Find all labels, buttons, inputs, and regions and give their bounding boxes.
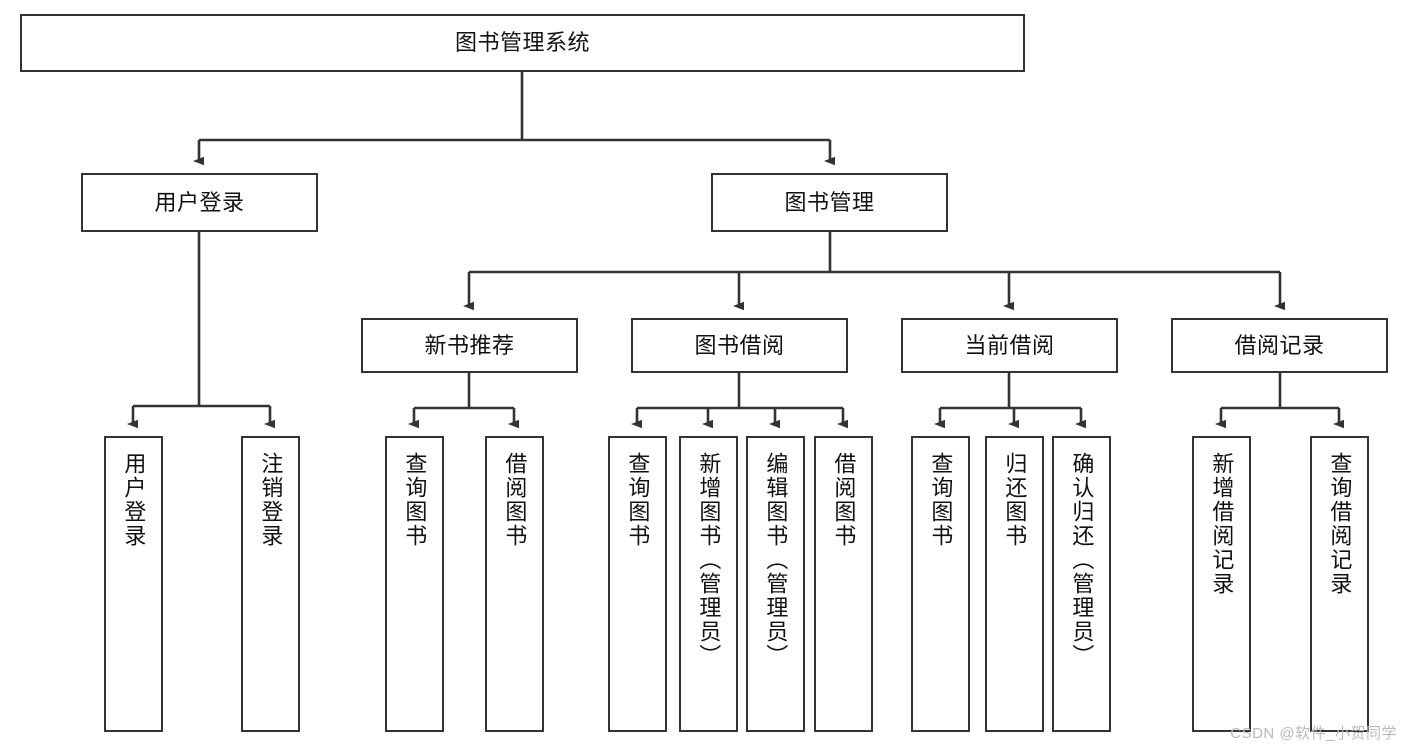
node-leaf-add-record-label: 新增借阅记录 (1209, 452, 1235, 596)
node-root[interactable]: 图书管理系统 (20, 14, 1025, 72)
node-borrow-record[interactable]: 借阅记录 (1171, 318, 1388, 373)
node-leaf-logout-label: 注销登录 (258, 452, 284, 548)
node-leaf-return-book[interactable]: 归还图书 (985, 436, 1044, 732)
node-leaf-query-book-1-label: 查询图书 (402, 452, 428, 548)
edges-userlogin-to-leaves (127, 232, 275, 429)
edges-bookmanage-to-level3 (463, 232, 1285, 311)
node-leaf-query-book-2-label: 查询图书 (625, 452, 651, 548)
node-leaf-edit-book[interactable]: 编辑图书（管理员） (746, 436, 805, 732)
node-leaf-confirm-return-label: 确认归还（管理员） (1069, 452, 1095, 668)
node-user-login-label: 用户登录 (154, 189, 245, 215)
node-leaf-add-book[interactable]: 新增图书（管理员） (679, 436, 738, 732)
node-book-borrow[interactable]: 图书借阅 (631, 318, 848, 373)
node-leaf-query-book-1[interactable]: 查询图书 (385, 436, 444, 732)
node-book-manage-label: 图书管理 (784, 189, 875, 215)
node-leaf-query-book-3-label: 查询图书 (928, 452, 954, 548)
node-new-book-recommend-label: 新书推荐 (424, 332, 515, 358)
node-current-borrow[interactable]: 当前借阅 (901, 318, 1118, 373)
node-new-book-recommend[interactable]: 新书推荐 (361, 318, 578, 373)
node-leaf-user-login-label: 用户登录 (121, 452, 147, 548)
edges-borrowrecord-to-leaves (1215, 373, 1344, 429)
node-current-borrow-label: 当前借阅 (964, 332, 1055, 358)
node-book-borrow-label: 图书借阅 (694, 332, 785, 358)
node-leaf-logout[interactable]: 注销登录 (241, 436, 300, 732)
node-leaf-query-book-3[interactable]: 查询图书 (911, 436, 970, 732)
node-leaf-confirm-return[interactable]: 确认归还（管理员） (1052, 436, 1111, 732)
node-book-manage[interactable]: 图书管理 (711, 173, 948, 232)
node-borrow-record-label: 借阅记录 (1234, 332, 1325, 358)
edges-root-to-level2 (193, 72, 835, 166)
node-leaf-borrow-book-1-label: 借阅图书 (502, 452, 528, 548)
node-root-label: 图书管理系统 (454, 30, 590, 56)
node-leaf-borrow-book-1[interactable]: 借阅图书 (485, 436, 544, 732)
node-leaf-query-book-2[interactable]: 查询图书 (608, 436, 667, 732)
node-leaf-user-login[interactable]: 用户登录 (104, 436, 163, 732)
edges-bookborrow-to-leaves (631, 373, 848, 429)
node-user-login[interactable]: 用户登录 (81, 173, 318, 232)
node-leaf-borrow-book-2-label: 借阅图书 (831, 452, 857, 548)
edges-currentborrow-to-leaves (934, 373, 1086, 429)
node-leaf-edit-book-label: 编辑图书（管理员） (763, 452, 789, 668)
node-leaf-query-record[interactable]: 查询借阅记录 (1310, 436, 1369, 732)
node-leaf-add-book-label: 新增图书（管理员） (696, 452, 722, 668)
node-leaf-query-record-label: 查询借阅记录 (1327, 452, 1353, 596)
node-leaf-return-book-label: 归还图书 (1002, 452, 1028, 548)
node-leaf-borrow-book-2[interactable]: 借阅图书 (814, 436, 873, 732)
node-leaf-add-record[interactable]: 新增借阅记录 (1192, 436, 1251, 732)
edges-newbook-to-leaves (408, 373, 519, 429)
